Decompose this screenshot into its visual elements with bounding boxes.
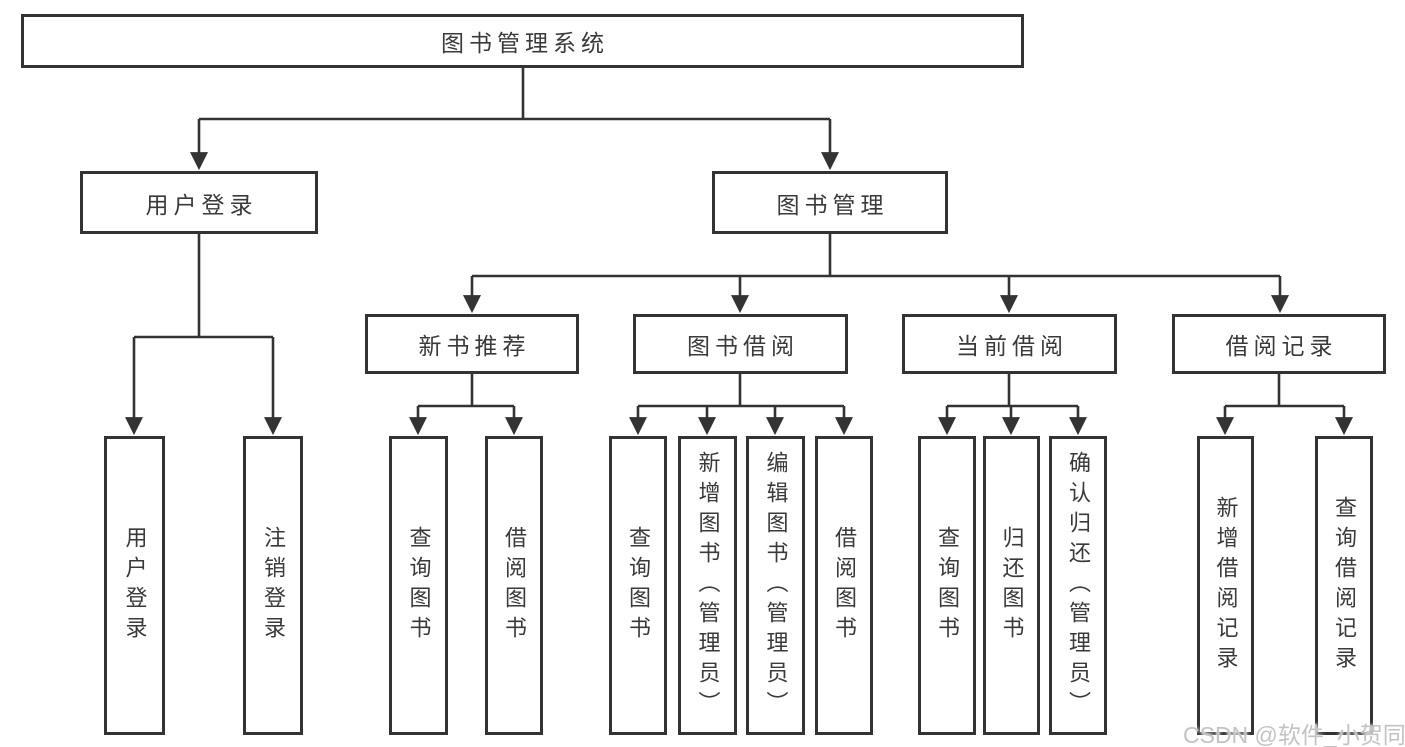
node-book-borrow: 图书借阅 [633, 314, 848, 374]
leaf-borrow-books-1-label: 借阅图书 [502, 525, 527, 646]
node-borrow-records-label: 借阅记录 [1225, 333, 1338, 359]
node-library-system-label: 图书管理系统 [441, 30, 609, 56]
leaf-query-borrow-record: 查询借阅记录 [1315, 436, 1373, 735]
node-library-system: 图书管理系统 [21, 14, 1024, 68]
node-user-login-label: 用户登录 [145, 191, 258, 218]
leaf-return-books-label: 归还图书 [999, 525, 1025, 646]
node-book-management: 图书管理 [712, 171, 948, 234]
node-current-borrow-label: 当前借阅 [956, 333, 1068, 359]
leaf-add-borrow-record: 新增借阅记录 [1197, 436, 1254, 735]
leaf-query-books-1-label: 查询图书 [406, 525, 432, 646]
node-borrow-records: 借阅记录 [1172, 314, 1386, 374]
leaf-edit-book-admin: 编辑图书（管理员） [746, 436, 805, 735]
leaf-logout: 注销登录 [243, 436, 303, 735]
csdn-watermark: CSDN @软件_小贺同学 [1183, 722, 1405, 747]
leaf-add-book-admin-label: 新增图书（管理员） [695, 450, 721, 721]
leaf-query-books-3: 查询图书 [918, 436, 976, 735]
leaf-return-books: 归还图书 [983, 436, 1040, 735]
leaf-user-login: 用户登录 [104, 436, 165, 735]
leaf-add-book-admin: 新增图书（管理员） [678, 436, 737, 735]
leaf-confirm-return-admin-label: 确认归还（管理员） [1066, 450, 1091, 721]
node-current-borrow: 当前借阅 [902, 314, 1117, 374]
leaf-edit-book-admin-label: 编辑图书（管理员） [763, 450, 789, 721]
leaf-query-borrow-record-label: 查询借阅记录 [1332, 495, 1357, 676]
node-new-book-recommend-label: 新书推荐 [418, 333, 531, 359]
node-user-login: 用户登录 [80, 171, 318, 234]
leaf-borrow-books-2: 借阅图书 [815, 436, 873, 735]
leaf-query-books-2-label: 查询图书 [626, 525, 651, 646]
leaf-add-borrow-record-label: 新增借阅记录 [1213, 495, 1239, 676]
node-book-management-label: 图书管理 [776, 191, 889, 218]
leaf-confirm-return-admin: 确认归还（管理员） [1049, 436, 1107, 735]
leaf-borrow-books-2-label: 借阅图书 [832, 525, 857, 646]
leaf-query-books-1: 查询图书 [389, 436, 448, 735]
leaf-query-books-3-label: 查询图书 [935, 525, 960, 646]
leaf-user-login-label: 用户登录 [122, 525, 148, 646]
node-new-book-recommend: 新书推荐 [365, 314, 579, 374]
node-book-borrow-label: 图书借阅 [687, 333, 799, 359]
leaf-logout-label: 注销登录 [261, 525, 286, 646]
leaf-query-books-2: 查询图书 [609, 436, 667, 735]
leaf-borrow-books-1: 借阅图书 [485, 436, 543, 735]
